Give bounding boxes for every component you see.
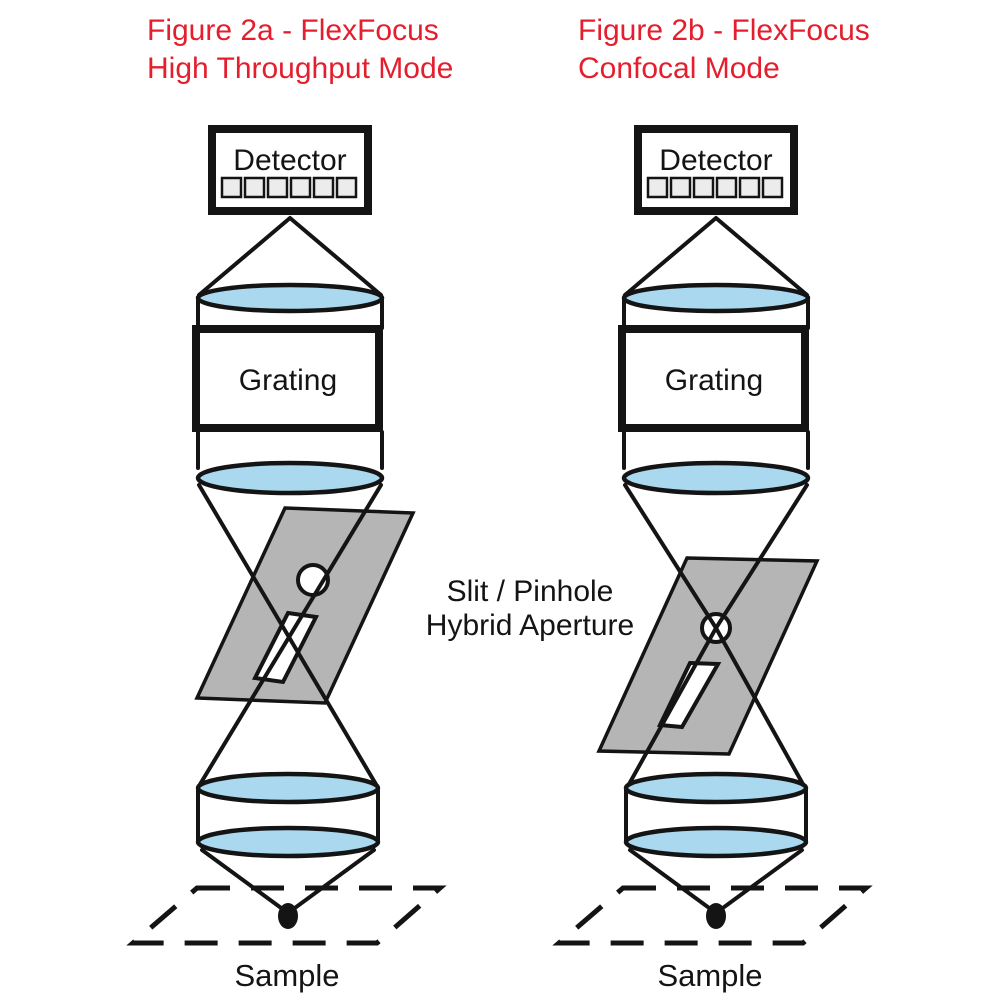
figure-2b-title-line2: Confocal Mode	[578, 52, 780, 85]
beam-focus-through-pinhole	[623, 483, 809, 788]
beam-focus-through-slit	[197, 483, 383, 788]
detector-cell	[266, 176, 289, 199]
objective-b	[623, 771, 809, 859]
detector-b: Detector	[634, 125, 798, 215]
beam-sample-cone	[628, 848, 804, 915]
objective-barrel	[196, 788, 380, 844]
beam-sample-cone	[200, 848, 376, 915]
aperture-label-line2: Hybrid Aperture	[426, 609, 634, 642]
detector-cell	[646, 176, 669, 199]
sample-label: Sample	[234, 958, 339, 993]
beam-lens-to-grating	[622, 298, 810, 330]
focal-point	[278, 903, 298, 929]
beam-detector-cone	[197, 216, 383, 297]
sample-a: Sample	[126, 885, 447, 993]
objective-upper-lens	[195, 771, 381, 805]
detector-cell	[715, 176, 738, 199]
grating-label: Grating	[665, 364, 763, 397]
objective-barrel	[624, 788, 808, 844]
detector-cells	[220, 176, 358, 199]
detector-cell	[738, 176, 761, 199]
objective-upper-lens	[623, 771, 809, 805]
detector-label: Detector	[659, 144, 772, 177]
detector-a: Detector	[208, 125, 372, 215]
beam-grating-to-lens	[622, 430, 810, 470]
detector-label: Detector	[233, 144, 346, 177]
lens-below-grating	[195, 460, 385, 496]
grating-a: Grating	[192, 325, 383, 432]
figure-2b: Figure 2b - FlexFocus Confocal Mode Dete…	[552, 14, 873, 993]
hybrid-aperture-plate-b	[596, 556, 820, 756]
sample-plane	[126, 885, 447, 946]
objective-a	[195, 771, 381, 859]
aperture-plate	[194, 506, 416, 705]
figure-2b-title-line1: Figure 2b - FlexFocus	[578, 14, 870, 47]
grating-b: Grating	[618, 325, 809, 432]
sample-plane	[552, 885, 873, 946]
focal-point	[706, 903, 726, 929]
lens-above-grating	[621, 282, 811, 314]
figure-2a-title-line1: Figure 2a - FlexFocus	[147, 14, 439, 47]
detector-cell	[335, 176, 358, 199]
sample-b: Sample	[552, 885, 873, 993]
detector-cell	[761, 176, 784, 199]
figure-2a: Figure 2a - FlexFocus High Throughput Mo…	[126, 14, 453, 993]
figure-2a-title-line2: High Throughput Mode	[147, 52, 453, 85]
detector-cell	[243, 176, 266, 199]
grating-box	[618, 325, 809, 432]
lens-below-grating	[621, 460, 811, 496]
detector-cell	[692, 176, 715, 199]
detector-cell	[289, 176, 312, 199]
detector-cells	[646, 176, 784, 199]
grating-box	[192, 325, 383, 432]
objective-lower-lens	[195, 825, 381, 859]
grating-label: Grating	[239, 364, 337, 397]
objective-lower-lens	[623, 825, 809, 859]
detector-cell	[312, 176, 335, 199]
hybrid-aperture-annotation: Slit / Pinhole Hybrid Aperture	[426, 575, 634, 642]
beam-grating-to-lens	[196, 430, 384, 470]
beam-detector-cone	[623, 216, 809, 297]
detector-cell	[220, 176, 243, 199]
sample-label: Sample	[657, 958, 762, 993]
beam-lens-to-grating	[196, 298, 384, 330]
aperture-plate	[596, 556, 820, 756]
lens-above-grating	[195, 282, 385, 314]
slit-aperture	[656, 660, 722, 730]
aperture-label-line1: Slit / Pinhole	[447, 575, 614, 608]
detector-cell	[669, 176, 692, 199]
